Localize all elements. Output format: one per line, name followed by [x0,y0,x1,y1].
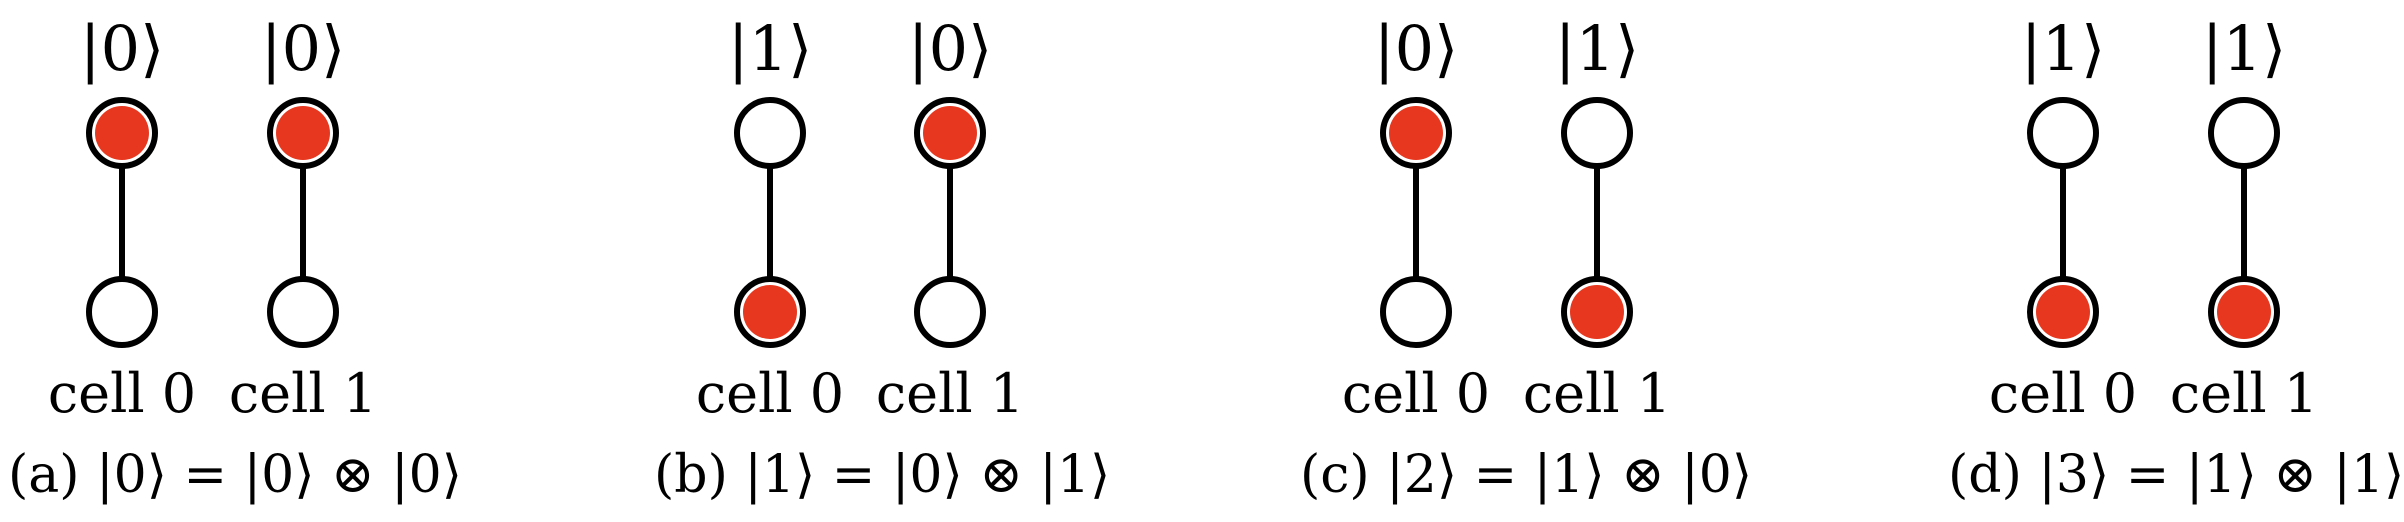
cell-label: cell 1 [228,362,378,425]
occupied-dot [2036,285,2090,339]
occupied-dot [276,106,330,160]
cell-label: cell 1 [875,362,1025,425]
bottom-site-circle [1380,276,1452,348]
cell-label: cell 0 [1988,362,2138,425]
cell-label: cell 0 [47,362,197,425]
cell-1-graphic [2208,97,2280,348]
cell-0-graphic [1380,97,1452,348]
top-site-circle [734,97,806,169]
panel-caption: (a) |0⟩ = |0⟩ ⊗ |0⟩ [8,445,463,505]
ket-label: |0⟩ [1373,12,1459,85]
cell-0-graphic [86,97,158,348]
cell-0-graphic [2027,97,2099,348]
occupied-dot [1389,106,1443,160]
top-site-circle [2208,97,2280,169]
panel-caption: (c) |2⟩ = |1⟩ ⊗ |0⟩ [1300,445,1753,505]
ket-label: |1⟩ [727,12,813,85]
ket-label: |1⟩ [2020,12,2106,85]
ket-label: |0⟩ [260,12,346,85]
cell-label: cell 0 [1341,362,1491,425]
occupied-dot [743,285,797,339]
cell-label: cell 1 [2169,362,2319,425]
cell-graphics [86,97,2280,348]
cell-label: cell 1 [1522,362,1672,425]
occupied-dot [2217,285,2271,339]
cell-1-graphic [914,97,986,348]
cell-1-graphic [1561,97,1633,348]
occupied-dot [1570,285,1624,339]
top-site-circle [1561,97,1633,169]
occupied-dot [95,106,149,160]
diagram: |0⟩ |0⟩ cell 0 cell 1 (a) |0⟩ = |0⟩ ⊗ |0… [8,12,2404,505]
cell-label: cell 0 [695,362,845,425]
ket-label: |0⟩ [907,12,993,85]
cell-1-graphic [267,97,339,348]
panel-caption: (b) |1⟩ = |0⟩ ⊗ |1⟩ [654,445,1111,505]
panel-caption: (d) |3⟩ = |1⟩ ⊗ |1⟩ [1948,445,2404,505]
occupied-dot [923,106,977,160]
bottom-site-circle [86,276,158,348]
bottom-site-circle [267,276,339,348]
ket-label: |1⟩ [2201,12,2287,85]
ket-label: |0⟩ [79,12,165,85]
ket-label: |1⟩ [1554,12,1640,85]
cell-0-graphic [734,97,806,348]
top-site-circle [2027,97,2099,169]
bottom-site-circle [914,276,986,348]
